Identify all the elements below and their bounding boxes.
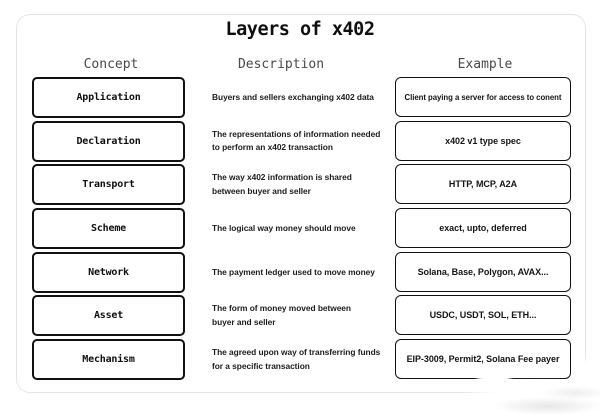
table-row: Asset The form of money moved between bu… <box>0 295 600 339</box>
table-row: Declaration The representations of infor… <box>0 120 600 165</box>
concept-box: Asset <box>32 295 185 337</box>
concept-label: Declaration <box>76 135 141 147</box>
layers-table: Application Buyers and sellers exchangin… <box>0 77 600 383</box>
concept-box: Declaration <box>32 120 185 162</box>
column-header-concept: Concept <box>83 57 139 72</box>
concept-box: Network <box>32 251 185 293</box>
concept-label: Network <box>88 266 129 278</box>
concept-label: Mechanism <box>82 354 135 366</box>
row-description: The way x402 information is shared betwe… <box>212 172 352 196</box>
row-description: The form of money moved between buyer an… <box>212 303 351 327</box>
example-box: HTTP, MCP, A2A <box>395 164 571 205</box>
table-row: Network The payment ledger used to move … <box>0 251 600 296</box>
table-row: Transport The way x402 information is sh… <box>0 164 600 208</box>
concept-label: Scheme <box>91 223 126 235</box>
column-header-example: Example <box>457 57 513 72</box>
smudge-overlay <box>477 372 511 388</box>
example-label: x402 v1 type spec <box>445 135 521 146</box>
row-description: The logical way money should move <box>212 222 356 233</box>
concept-box: Transport <box>32 164 185 206</box>
concept-label: Transport <box>82 179 135 191</box>
example-box: EIP-3009, Permit2, Solana Fee payer <box>395 339 571 380</box>
page-title: Layers of x402 <box>225 19 375 40</box>
example-label: HTTP, MCP, A2A <box>448 179 518 190</box>
example-label: Solana, Base, Polygon, AVAX... <box>417 266 549 277</box>
smudge-overlay <box>540 386 600 400</box>
example-label: USDC, USDT, SOL, ETH... <box>429 310 537 321</box>
example-box: x402 v1 type spec <box>395 120 571 161</box>
row-description: The representations of information neede… <box>212 128 381 153</box>
row-description: The payment ledger used to move money <box>212 266 375 277</box>
smudge-overlay <box>493 397 600 415</box>
example-label: exact, upto, deferred <box>439 223 527 234</box>
concept-box: Scheme <box>32 208 185 250</box>
example-box: USDC, USDT, SOL, ETH... <box>395 295 571 336</box>
row-description: The agreed upon way of transferring fund… <box>212 347 381 371</box>
concept-label: Application <box>76 92 141 103</box>
row-description: Buyers and sellers exchanging x402 data <box>212 91 374 102</box>
example-box: Solana, Base, Polygon, AVAX... <box>395 251 571 292</box>
concept-label: Asset <box>93 310 124 322</box>
example-label: Client paying a server for access to con… <box>404 92 562 102</box>
concept-box: Mechanism <box>32 339 185 381</box>
example-box: exact, upto, deferred <box>395 208 571 249</box>
concept-box: Application <box>32 77 185 118</box>
table-row: Mechanism The agreed upon way of transfe… <box>0 339 600 383</box>
table-row: Application Buyers and sellers exchangin… <box>0 77 600 121</box>
table-row: Scheme The logical way money should move… <box>0 208 600 252</box>
example-label: EIP-3009, Permit2, Solana Fee payer <box>406 354 560 365</box>
smudge-overlay <box>576 356 600 402</box>
column-header-description: Description <box>237 57 325 72</box>
example-box: Client paying a server for access to con… <box>395 77 571 117</box>
